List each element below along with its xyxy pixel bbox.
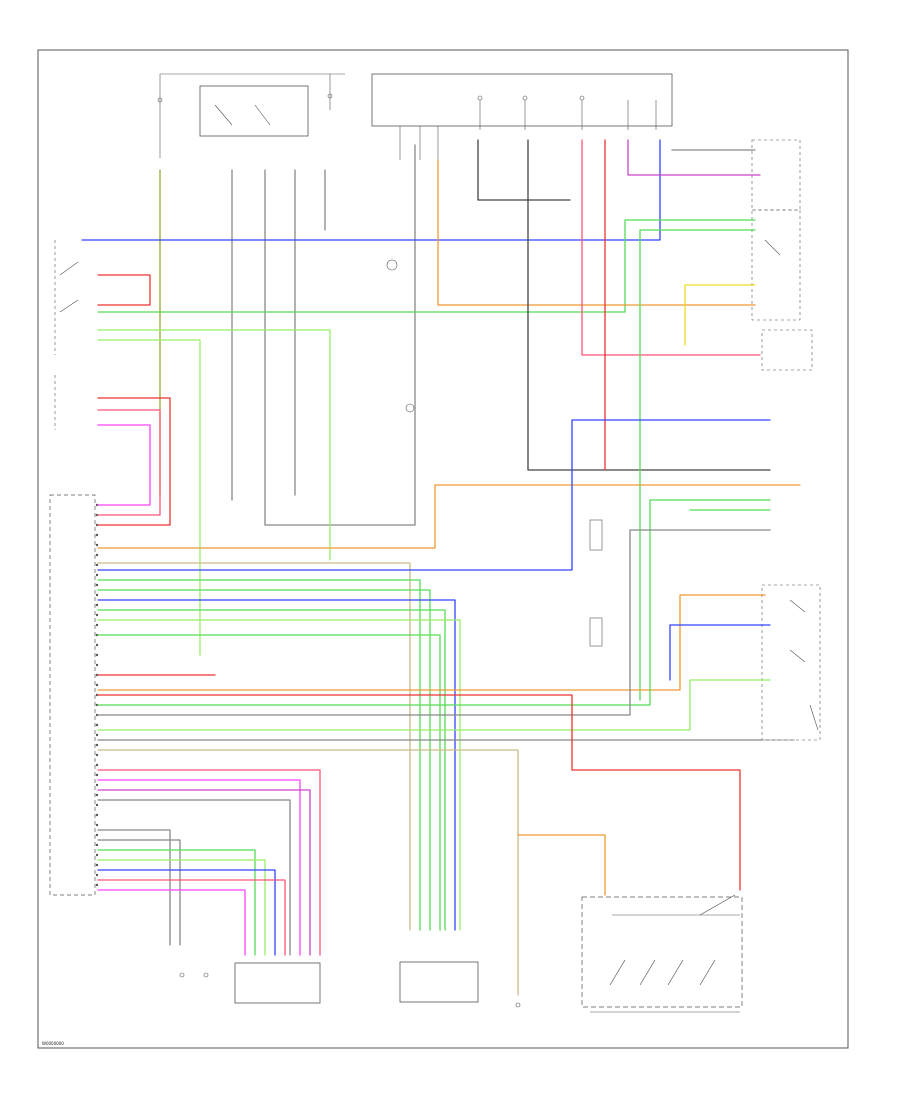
wire-green-ecm-2 xyxy=(97,589,431,931)
wires xyxy=(81,139,801,996)
wire-red-loop xyxy=(97,274,151,306)
combination-meter xyxy=(399,961,479,1003)
wire-pink-right xyxy=(581,139,761,356)
wire-violet-top xyxy=(627,139,761,176)
wire-gray-ecm xyxy=(97,529,771,716)
wire-gray-lower-3 xyxy=(97,839,181,946)
wire-gray-lower-2 xyxy=(97,829,171,946)
left-components xyxy=(49,240,99,896)
wire-tan-lower xyxy=(97,749,519,996)
wire-blue-ecm-2 xyxy=(97,599,456,931)
wire-magenta-lower xyxy=(97,779,301,956)
wire-red-ecm xyxy=(97,397,171,526)
throttle-module xyxy=(234,962,321,1004)
wire-lightgreen-left xyxy=(97,329,331,561)
wire-pink-ecm xyxy=(97,409,161,516)
wire-green-left xyxy=(97,219,756,313)
wire-blue-top xyxy=(81,139,661,241)
wire-red-lower xyxy=(97,694,741,891)
wire-lightgreen-ecm xyxy=(97,619,461,931)
wire-blue-right xyxy=(669,624,771,681)
fuse-block xyxy=(371,73,673,127)
combination-switch xyxy=(581,896,743,1008)
wire-violet-lower xyxy=(97,789,311,956)
ecm-connector xyxy=(49,494,96,896)
wire-orange-upper xyxy=(437,159,756,306)
wire-gray-2 xyxy=(264,144,416,526)
wire-darkgray-2 xyxy=(477,139,571,201)
wire-green-ecm-1 xyxy=(97,579,421,931)
wire-green-ecm-3 xyxy=(97,609,446,931)
wire-blue-lower xyxy=(97,869,276,956)
wire-lightgreen-lower xyxy=(97,859,266,956)
wire-magenta-lower-2 xyxy=(97,889,246,956)
wire-orange-ecm-2 xyxy=(97,594,766,691)
wire-green-right-top xyxy=(639,229,756,701)
wire-magenta-ecm xyxy=(97,424,151,506)
bottom-modules xyxy=(234,894,743,1013)
wire-gray-lower xyxy=(97,799,291,956)
wire-darkgray-1 xyxy=(527,139,771,471)
wire-orange-ecm xyxy=(97,484,801,549)
wire-pink-lower xyxy=(97,769,321,956)
wire-lightgreen-2 xyxy=(97,339,201,656)
wire-green-ecm-5 xyxy=(97,499,771,706)
wire-orange-lower xyxy=(517,834,606,896)
wire-pink-lower-2 xyxy=(97,879,286,956)
diagram-border xyxy=(37,49,849,1049)
wire-yellow-right xyxy=(684,284,756,346)
yaw-rate-sensor xyxy=(761,329,813,371)
wire-tan-ecm xyxy=(97,562,411,931)
steering-sensor xyxy=(751,209,801,321)
top-fuse-area xyxy=(157,73,673,160)
wire-lightgreen-ecm-2 xyxy=(97,679,771,731)
figure-code: W0000000 xyxy=(42,1041,64,1046)
right-components xyxy=(179,139,821,1008)
wire-green-lower xyxy=(97,849,256,956)
wire-blue-ecm xyxy=(97,419,771,571)
relay-box xyxy=(199,85,309,137)
right-switch-box xyxy=(761,584,821,741)
wire-green-ecm-4 xyxy=(97,634,441,931)
